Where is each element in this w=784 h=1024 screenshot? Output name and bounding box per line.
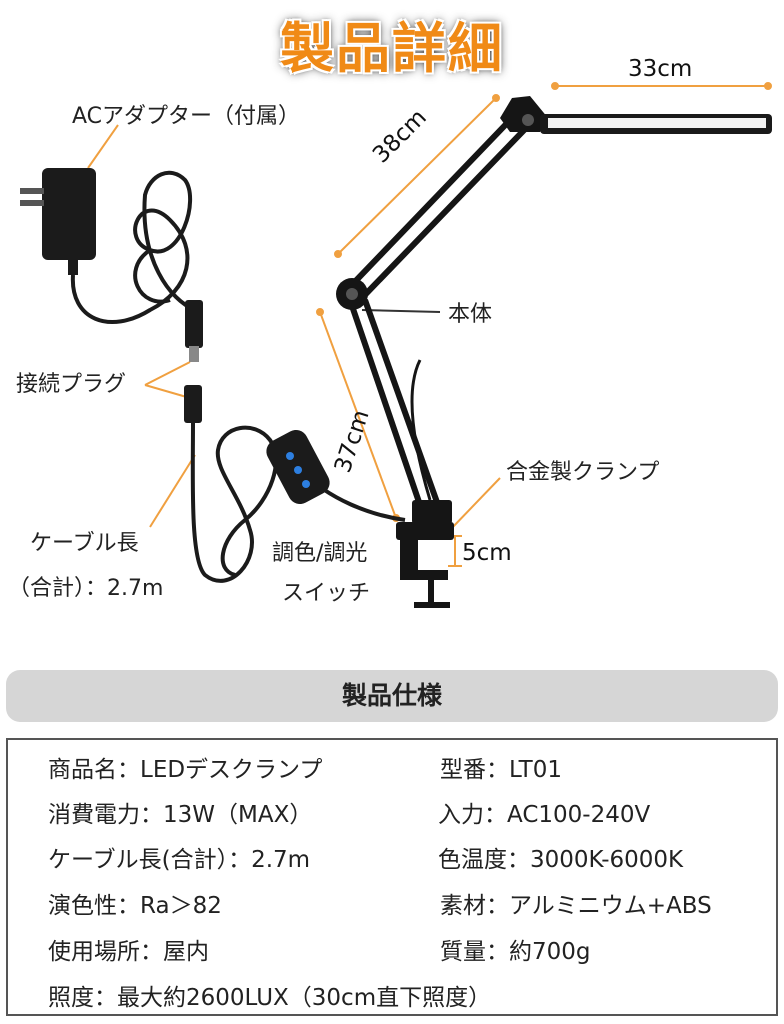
- spec-power: 消費電力：13W（MAX）: [48, 802, 313, 828]
- lamp-arms: [342, 115, 531, 507]
- ac-adapter: [20, 168, 96, 275]
- spec-cri: 演色性：Ra＞82: [48, 893, 222, 919]
- spec-illuminance: 照度：最大約2600LUX（30cm直下照度）: [48, 985, 492, 1011]
- spec-model: 型番：LT01: [440, 757, 562, 783]
- cable-length-label: ケーブル長: [30, 531, 139, 556]
- adapter-cable: [70, 170, 196, 325]
- adapter-leader-line: [87, 124, 119, 169]
- body-label: 本体: [448, 302, 493, 327]
- spec-location: 使用場所：屋内: [48, 939, 209, 965]
- spec-input: 入力：AC100-240V: [438, 802, 651, 828]
- spec-product-name: 商品名：LEDデスクランプ: [48, 757, 323, 783]
- switch-cable: [190, 422, 278, 583]
- plug-leader-line-a: [144, 361, 191, 386]
- plug-leader-line-b: [144, 384, 191, 399]
- head-width-dimension: 33cm: [628, 56, 693, 82]
- connector-plug: [184, 300, 203, 423]
- switch-label: 調色/調光: [272, 541, 368, 566]
- lower-arm-dimension-line: [319, 311, 397, 519]
- page-title: 製品詳細: [280, 17, 504, 80]
- spec-color-temp: 色温度：3000K-6000K: [438, 847, 684, 873]
- spec-table: [6, 738, 778, 1016]
- head-joint: [500, 96, 548, 132]
- clamp-label: 合金製クランプ: [506, 460, 660, 485]
- spec-material: 素材：アルミニウム+ABS: [440, 893, 712, 919]
- dimmer-switch: [266, 429, 330, 505]
- spec-heading: 製品仕様: [6, 670, 778, 722]
- upper-arm-dimension-line: [337, 97, 497, 255]
- clamp: [396, 500, 454, 608]
- body-leader-line: [361, 309, 441, 313]
- clamp-leader-line: [449, 477, 501, 531]
- spec-weight: 質量：約700g: [440, 939, 591, 965]
- lamp-head: [540, 114, 772, 134]
- cable-leader-line: [149, 454, 196, 528]
- switch-label-2: スイッチ: [282, 581, 371, 606]
- product-illustration: [20, 82, 772, 608]
- adapter-label: ACアダプター（付属）: [72, 104, 301, 129]
- plug-label: 接続プラグ: [16, 372, 127, 397]
- cable-length-value: （合計）：2.7m: [8, 576, 164, 601]
- clamp-dimension: 5cm: [462, 540, 512, 566]
- spec-cable-length: ケーブル長(合計）：2.7m: [48, 847, 311, 873]
